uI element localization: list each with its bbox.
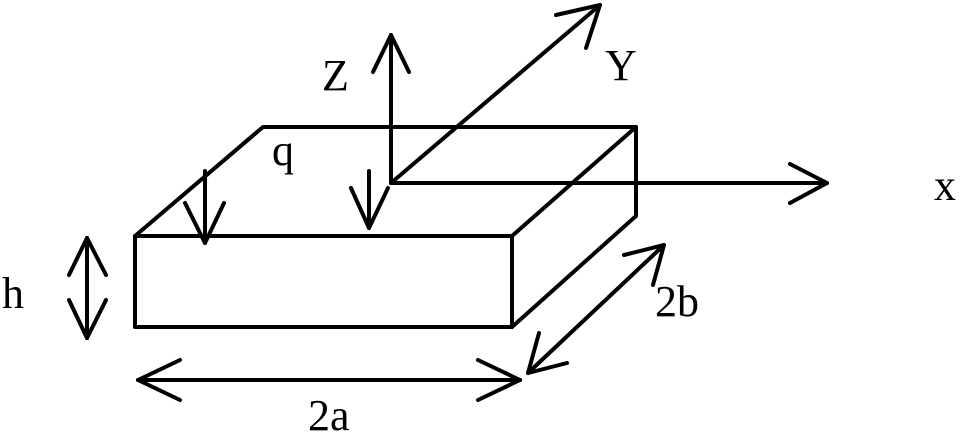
- h-dimension-head-top: [67, 236, 108, 277]
- 2a-dimension-head-left: [136, 358, 182, 402]
- plate-right-face: [510, 125, 638, 329]
- load-arrow-left-head: [183, 201, 226, 245]
- dimensions: [67, 236, 666, 402]
- h-dimension-head-bottom: [67, 298, 108, 340]
- y-axis-label: Y: [605, 41, 637, 90]
- load-arrows: [183, 169, 390, 245]
- axes: [371, 3, 829, 205]
- plate: [133, 125, 638, 329]
- 2b-dimension-line: [526, 243, 666, 375]
- 2a-dimension-head-right: [476, 358, 522, 402]
- z-axis-label: Z: [322, 51, 349, 100]
- y-axis-line: [389, 3, 602, 185]
- 2b-dimension-head-top: [622, 243, 666, 287]
- x-axis-label: x: [934, 161, 956, 210]
- width-label: 2b: [655, 277, 699, 326]
- thickness-label: h: [2, 269, 24, 318]
- x-axis-arrowhead: [788, 162, 829, 205]
- length-label: 2a: [308, 391, 350, 438]
- z-axis-arrowhead: [371, 33, 411, 74]
- y-axis-arrowhead: [554, 3, 602, 50]
- load-arrow-center-head: [349, 186, 390, 230]
- plate-front-face: [133, 234, 514, 329]
- 2b-dimension-head-bottom: [526, 331, 569, 375]
- load-label: q: [272, 126, 294, 175]
